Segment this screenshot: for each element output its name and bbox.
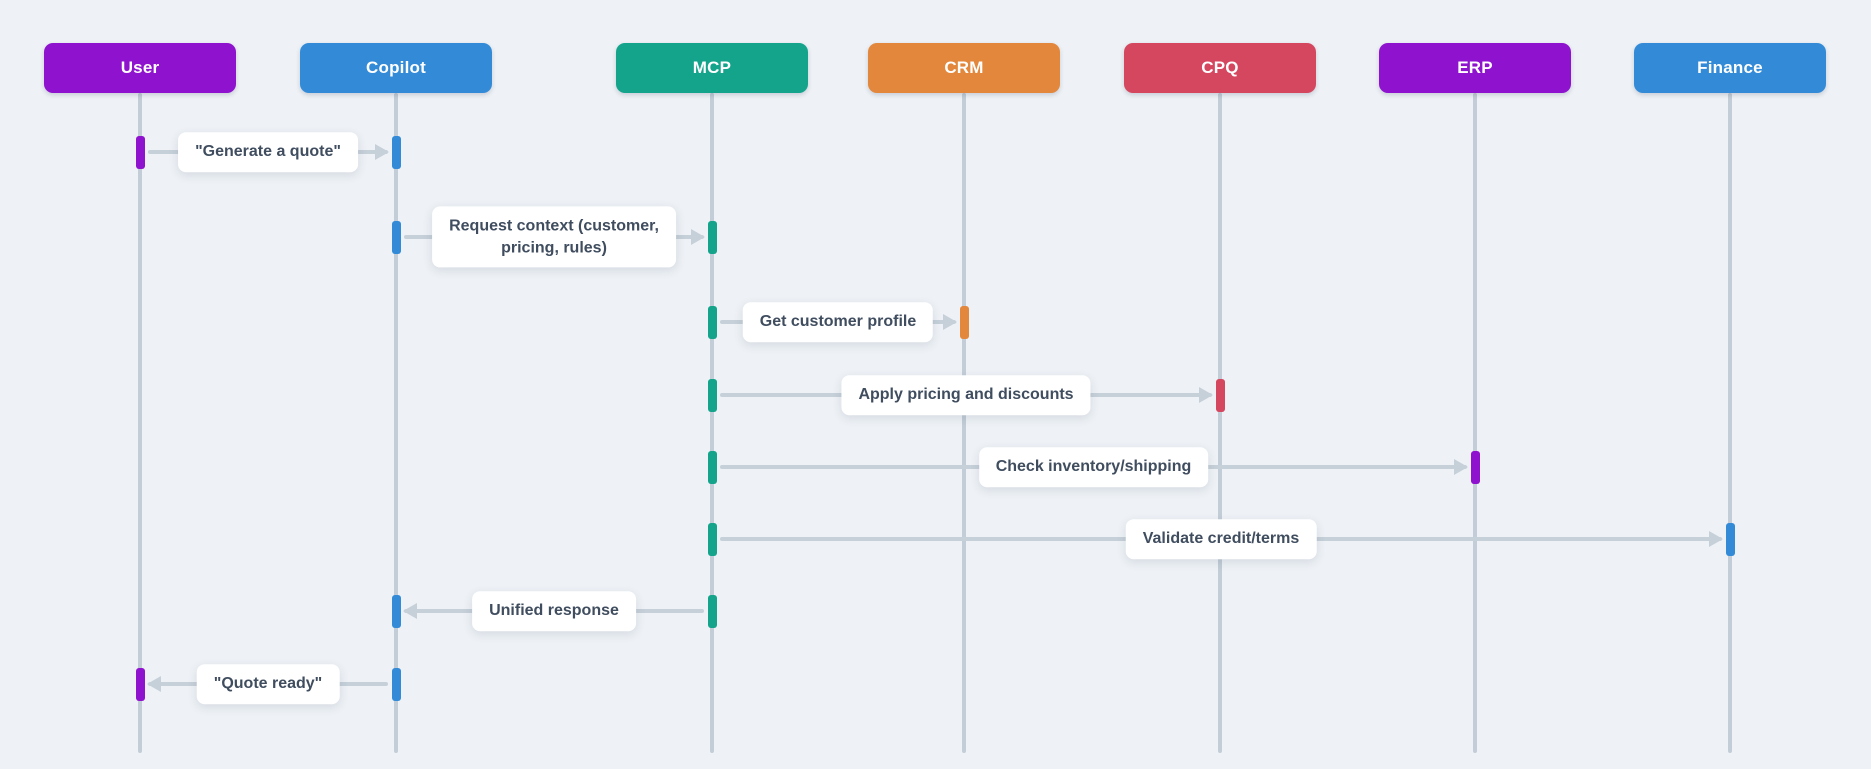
lifeline-finance [1728, 93, 1732, 753]
actor-header-crm: CRM [868, 43, 1060, 93]
activation-bar-target-erp [1470, 450, 1480, 484]
activation-bar-target-copilot [391, 135, 401, 169]
lifeline-mcp [710, 93, 714, 753]
arrowhead-icon [147, 676, 161, 692]
arrowhead-icon [1709, 531, 1723, 547]
actor-header-copilot: Copilot [300, 43, 492, 93]
actor-header-erp: ERP [1379, 43, 1571, 93]
arrowhead-icon [691, 229, 705, 245]
activation-bar-target-cpq [1215, 378, 1225, 412]
lifeline-user [138, 93, 142, 753]
arrowhead-icon [1199, 387, 1213, 403]
arrowhead-icon [375, 144, 389, 160]
activation-bar-source-user [135, 135, 145, 169]
arrowhead-icon [1454, 459, 1468, 475]
activation-bar-source-mcp [707, 594, 717, 628]
activation-bar-source-mcp [707, 305, 717, 339]
lifeline-copilot [394, 93, 398, 753]
activation-bar-target-user [135, 667, 145, 701]
lifeline-erp [1473, 93, 1477, 753]
actor-header-finance: Finance [1634, 43, 1826, 93]
activation-bar-source-mcp [707, 522, 717, 556]
activation-bar-target-mcp [707, 220, 717, 254]
lifeline-crm [962, 93, 966, 753]
activation-bar-target-crm [959, 305, 969, 339]
message-label: Unified response [472, 591, 636, 631]
message-label: Apply pricing and discounts [841, 375, 1091, 415]
message-label: Request context (customer,pricing, rules… [432, 206, 676, 268]
activation-bar-source-copilot [391, 667, 401, 701]
message-label: "Quote ready" [196, 664, 340, 704]
lifeline-cpq [1218, 93, 1222, 753]
message-label: "Generate a quote" [178, 132, 358, 172]
activation-bar-source-mcp [707, 378, 717, 412]
message-label: Validate credit/terms [1125, 519, 1317, 559]
activation-bar-target-finance [1725, 522, 1735, 556]
message-label: Check inventory/shipping [978, 447, 1209, 487]
arrowhead-icon [403, 603, 417, 619]
activation-bar-source-copilot [391, 220, 401, 254]
activation-bar-target-copilot [391, 594, 401, 628]
arrowhead-icon [943, 314, 957, 330]
actor-header-cpq: CPQ [1124, 43, 1316, 93]
actor-header-user: User [44, 43, 236, 93]
activation-bar-source-mcp [707, 450, 717, 484]
actor-header-mcp: MCP [616, 43, 808, 93]
message-label: Get customer profile [742, 302, 934, 342]
